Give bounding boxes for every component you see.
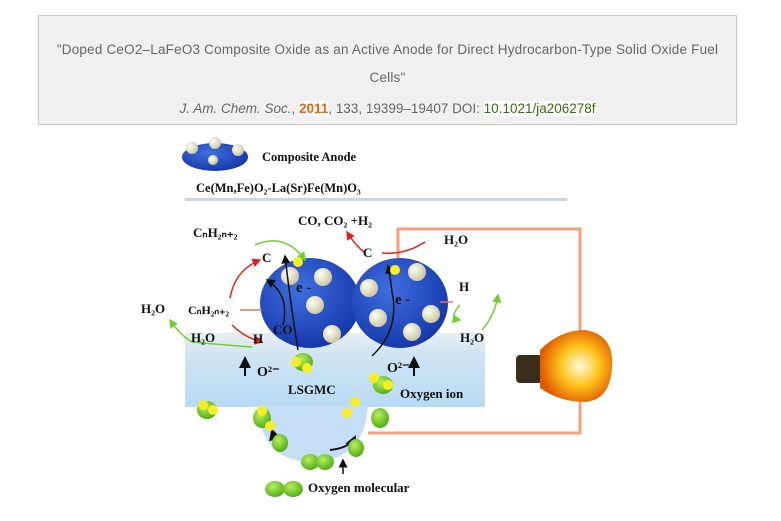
label-water-right: H₂O	[460, 330, 484, 345]
legend-label: Composite Anode	[262, 150, 357, 164]
anode-particle-left	[260, 258, 360, 348]
label-water-left: H₂O	[191, 330, 215, 345]
label-co: CO	[273, 322, 293, 337]
label-carbon-left: C	[262, 250, 271, 265]
label-hydrogen-left: H	[253, 331, 263, 346]
separator: ,	[291, 101, 299, 116]
volume-pages: , 133, 19399–19407 DOI:	[328, 101, 484, 116]
label-water-far-left: H₂O	[141, 301, 165, 316]
label-oxide-ion-right: O²⁻	[387, 361, 409, 376]
anode-legend-icon	[182, 137, 248, 171]
doi-link[interactable]: 10.1021/ja206278f	[483, 101, 596, 116]
label-electron-left: e -	[296, 280, 311, 296]
label-oxygen-molecular: Oxygen molecular	[308, 480, 410, 495]
electron-dots	[198, 257, 400, 431]
label-hydrocarbon-left: CₙH₂ₙ₊₂	[188, 303, 229, 317]
label-electron-right: e -	[395, 292, 410, 308]
label-products: CO, CO₂ +H₂	[298, 213, 372, 228]
label-carbon-right: C	[363, 245, 372, 260]
label-oxygen-ion: Oxygen ion	[400, 386, 464, 401]
anode-particle-right	[352, 258, 448, 348]
anode-formula: Ce(Mn,Fe)O₂-La(Sr)Fe(Mn)O₃	[196, 181, 361, 195]
citation-reference: J. Am. Chem. Soc., 2011, 133, 19399–1940…	[39, 100, 736, 118]
journal-name: J. Am. Chem. Soc.	[179, 101, 292, 116]
label-water-right-top: H₂O	[444, 232, 468, 247]
publication-year: 2011	[299, 101, 329, 116]
external-circuit-wire	[368, 227, 582, 435]
label-electrolyte: LSGMC	[288, 382, 336, 397]
label-hydrogen-right: H	[459, 279, 469, 294]
article-title: "Doped CeO2–LaFeO3 Composite Oxide as an…	[56, 42, 719, 85]
label-hydrocarbon-top: CₙH₂ₙ₊₂	[193, 225, 238, 240]
citation-box: "Doped CeO2–LaFeO3 Composite Oxide as an…	[38, 15, 737, 125]
divider	[185, 198, 567, 201]
light-bulb-icon	[516, 330, 613, 402]
label-oxide-ion-left: O²⁻	[257, 365, 279, 380]
